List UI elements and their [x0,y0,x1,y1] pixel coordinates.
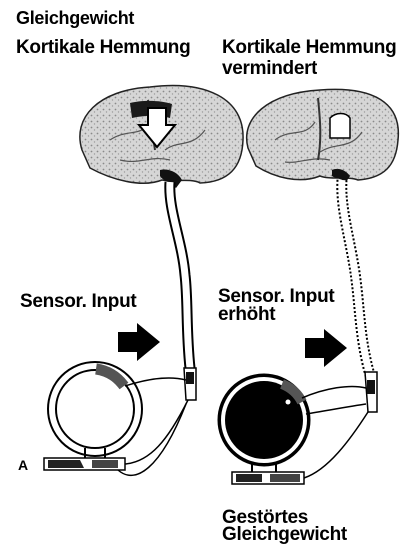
left-heading: Kortikale Hemmung [16,38,190,58]
left-input-arrow [118,323,160,361]
right-heading-line1: Kortikale Hemmung [222,38,396,58]
diagram-title: Gleichgewicht [16,8,134,28]
left-input-label: Sensor. Input [20,292,136,312]
left-brain [80,86,243,188]
right-heading-line2: vermindert [222,59,317,75]
right-vestibular-organ [220,376,368,484]
right-brain [247,89,399,182]
left-vestibular-organ [44,366,188,475]
right-input-arrow [305,329,347,367]
disturbed-label-line2: Gleichgewicht [222,525,347,545]
panel-label: A [18,455,28,475]
right-input-label-line2: erhöht [218,305,275,325]
